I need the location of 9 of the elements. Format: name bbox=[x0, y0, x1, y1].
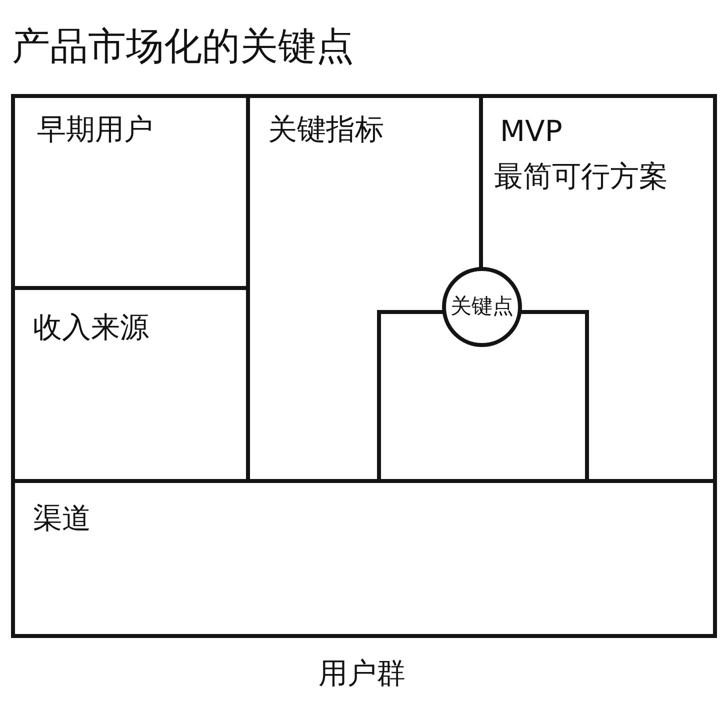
cell-subtitle: 最简可行方案 bbox=[494, 159, 668, 194]
cell-label: 关键指标 bbox=[268, 112, 384, 147]
title: 产品市场化的关键点 bbox=[12, 24, 354, 70]
cell-label: MVP bbox=[500, 114, 562, 149]
caption: 用户群 bbox=[318, 656, 406, 691]
circle-label: 关键点 bbox=[450, 294, 514, 320]
cell-label: 渠道 bbox=[33, 501, 91, 536]
cell-label: 收入来源 bbox=[33, 310, 149, 345]
cell-label: 早期用户 bbox=[37, 112, 153, 147]
